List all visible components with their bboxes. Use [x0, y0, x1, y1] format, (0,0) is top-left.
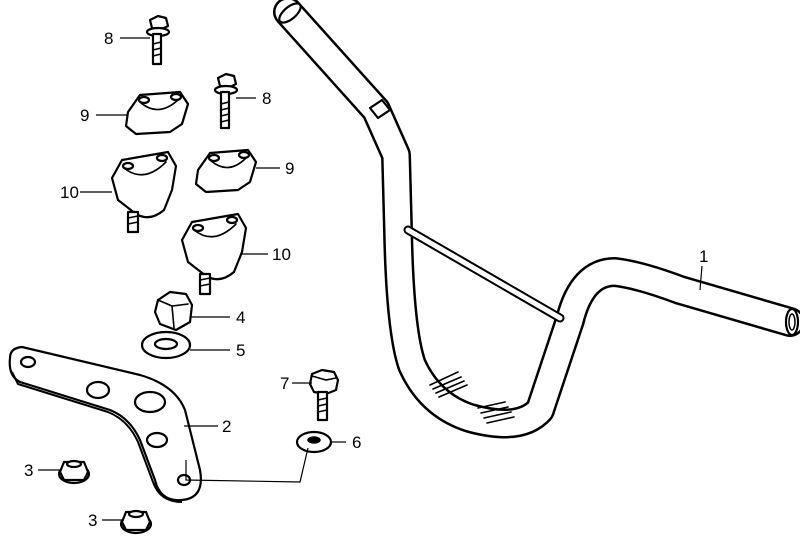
- callout-1: 1: [699, 247, 708, 266]
- callout-3-lower: 3: [88, 511, 97, 530]
- knurl-left: [429, 371, 468, 398]
- upper-clamp-2: [194, 148, 258, 194]
- flange-bolt-lower: [213, 72, 239, 130]
- callout-10-right: 10: [272, 245, 291, 264]
- callout-9-left: 9: [80, 106, 89, 125]
- flange-nut-upper: [57, 459, 91, 485]
- plate-hole-1: [19, 355, 37, 369]
- wire-clip: [368, 98, 392, 120]
- callout-8-lower: 8: [262, 89, 271, 108]
- upper-clamp-1: [124, 90, 190, 136]
- small-washer: [295, 430, 333, 454]
- plate-hole-3: [133, 390, 167, 414]
- washer: [140, 330, 192, 360]
- plate-hole-4: [145, 431, 169, 449]
- callout-10-left: 10: [60, 183, 79, 202]
- lower-holder-2: [180, 212, 248, 296]
- plate-hole-2: [85, 380, 111, 400]
- callout-2: 2: [222, 417, 231, 436]
- hex-bolt: [308, 368, 340, 422]
- handlebar: [273, 0, 800, 439]
- callout-4: 4: [236, 308, 245, 327]
- callout-3-upper: 3: [24, 461, 33, 480]
- callout-9-right: 9: [285, 159, 294, 178]
- callout-8-upper: 8: [104, 29, 113, 48]
- callout-7: 7: [280, 374, 289, 393]
- callout-6: 6: [352, 433, 361, 452]
- lower-holder-1: [110, 150, 178, 234]
- knurl-right: [477, 401, 515, 424]
- flange-nut-lower: [119, 509, 153, 535]
- cap-nut: [153, 290, 194, 332]
- callout-labels: 8 8 9 9 10 10 4 5 7 6 2 3 3 1: [24, 29, 708, 530]
- mounting-plate: [8, 345, 202, 503]
- callout-5: 5: [236, 341, 245, 360]
- leader-lines: [38, 37, 703, 521]
- flange-bolt-upper: [145, 14, 171, 66]
